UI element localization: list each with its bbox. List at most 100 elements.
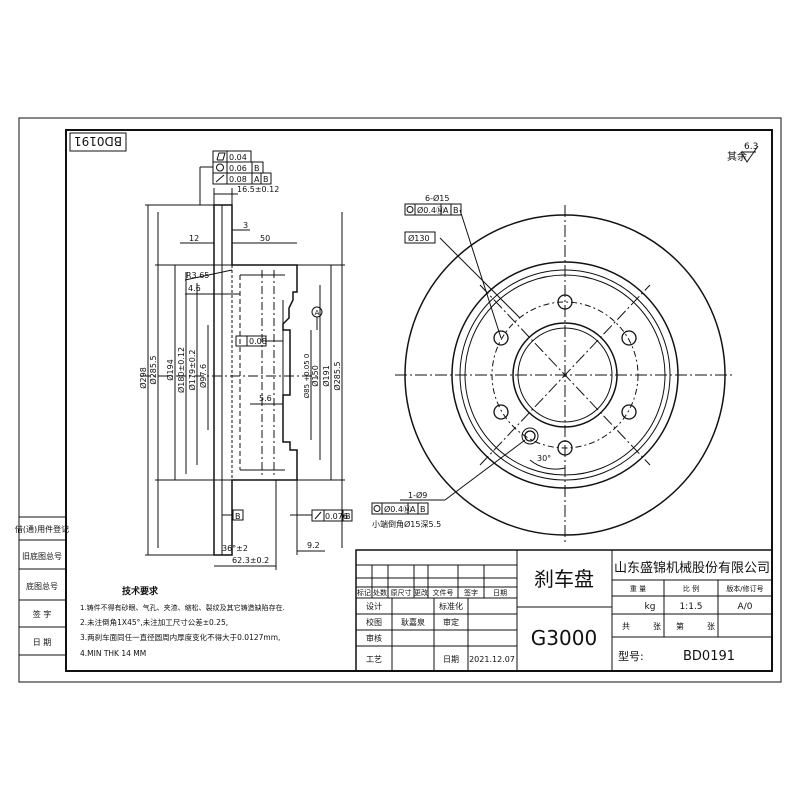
frame-runout-value: 0.06 [229,164,247,173]
roughness-symbol-icon [740,145,759,163]
rev-h-4: 文件号 [433,588,454,597]
lc-label-3: 签 字 [33,609,52,619]
process-label: 工艺 [366,655,382,664]
rev-h-0: 标记 [357,588,371,597]
holes-leader [459,209,502,339]
bolt-circle-label: Ø130 [408,233,430,243]
tech-req-line-2: 2.未注倒角1X45°,未注加工尺寸公差±0.25, [80,617,228,627]
date-value: 2021.12.07 [469,655,515,664]
dim-46-label: 4.6 [188,284,201,293]
side-view [140,150,353,570]
left-column [18,516,67,656]
dim-r365-label: R3.65 [186,271,209,280]
sheets-label: 张 [653,622,661,631]
frame-flat-small-value: 0.08 [249,337,267,346]
small-hole-note: 小端倒角Ø15深5.5 [372,519,441,529]
holes-ref-b: B [453,206,459,215]
holes-note: 6-Ø15 [425,193,449,203]
company-name: 山东盛锦机械股份有限公司 [614,561,770,576]
total-runout-icon [215,174,225,183]
frame-runout-ref: B [254,164,260,173]
front-diag-2 [479,284,651,466]
small-ref-a: A [410,505,416,514]
bolt-hole-3 [621,404,637,420]
datum-a-label: A [315,309,320,317]
runout-icon [216,163,224,172]
dim-d191-label: Ø191 [321,365,331,387]
tech-req-line-1: 1.铸件不得有砂眼、气孔、夹渣、缩松、裂纹及其它铸造缺陷存在. [80,603,285,612]
small-hole-chamfer [521,427,539,445]
dim-56-label: 5.6 [259,394,272,403]
bolt-circle-leader [439,237,521,319]
dim-r365-leader [184,269,233,281]
dim-12-label: 12 [189,234,199,243]
title-block-labels: 刹车盘 G3000 山东盛锦机械股份有限公司 标记 处数 原尺寸 更改 文件号 … [357,561,770,664]
frame-total-runout-value: 0.08 [229,175,247,184]
sheet-no-suffix: 张 [707,622,715,631]
rev-h-1: 处数 [373,588,387,597]
std-label: 标准化 [439,601,463,611]
small-hole [524,430,536,442]
dim-d179-label: Ø179±0.2 [187,350,197,391]
review-label: 审定 [443,617,459,627]
lc-label-0: 借(通)用件登记 [15,524,69,534]
frame-bottom-runout-value: 0.076 [325,512,348,521]
tech-req-line-4: 4.MIN THK 14 MM [80,649,146,658]
model-label: 型号: [618,649,644,663]
small-hole-frame [371,502,429,515]
dim-d976-label: Ø97.6 [198,364,208,388]
lc-label-2: 底图总号 [26,581,58,591]
dim-d150-label: Ø150 [310,365,320,387]
rev-h-5: 签字 [464,588,478,597]
model-value: BD0191 [683,649,735,664]
part-number: G3000 [531,626,597,650]
weight-label: 重 量 [630,585,646,593]
bolt-hole-1 [557,294,573,310]
dim-92-label: 9.2 [307,541,320,550]
rev-h-6: 日期 [493,589,507,597]
frame-total-runout [212,172,272,185]
audit-label: 审核 [366,633,382,643]
scale-label: 比 例 [683,584,699,593]
sheet-no-label: 第 [676,621,684,631]
dim-d298-label: Ø298 [138,367,148,389]
small-ref-b: B [420,505,426,514]
tech-req-line-3: 3.两刹车面同任一直径圆周内厚度变化不得大于0.0127mm, [80,632,280,642]
front-view-labels: 6-Ø15 Ø0.4Ⓜ A B Ø130 30° 1-Ø9 Ø0.4Ⓜ A B … [372,193,551,529]
outer-border [18,117,782,683]
holes-frame [404,203,462,216]
angle-arc [529,459,566,470]
lc-label-4: 日 期 [33,638,52,647]
weight-unit: kg [645,602,656,612]
version-value: A/0 [738,602,753,612]
left-column-box [18,516,67,656]
frame-flatness-value: 0.04 [229,153,247,162]
dim-d2855-left-label: Ø285.5 [148,355,158,384]
checker-name: 耿嘉泉 [401,617,425,627]
dim-d2855-right-label: Ø285.5 [332,361,342,390]
version-label: 版本/修订号 [726,584,763,593]
designer-label: 设计 [366,601,382,611]
lc-label-1: 旧底图总号 [22,551,62,561]
front-view [371,203,735,545]
title-block-frame [355,549,773,672]
tech-requirements: 技术要求 1.铸件不得有砂眼、气孔、夹渣、缩松、裂纹及其它铸造缺陷存在. 2.未… [80,585,285,658]
bolt-hole-6 [493,330,509,346]
bolt-hole-5 [493,404,509,420]
left-column-labels: 借(通)用件登记 旧底图总号 底图总号 签 字 日 期 [15,524,69,647]
small-hole-count: 1-Ø9 [408,490,427,500]
drawing-code-rotated: BD0191 [74,134,122,148]
drawing-code-box [69,132,127,152]
small-pos-value: Ø0.4Ⓜ [384,504,411,514]
small-hole-leader [444,439,526,501]
frame-total-runout-ref-b: B [263,175,269,184]
flatness-icon [216,152,226,161]
dim-623-label: 62.3±0.2 [232,556,269,565]
bolt-hole-4 [557,440,573,456]
angle-label: 30° [537,454,551,463]
dim-50-label: 50 [260,234,270,243]
dim-3-label: 3 [243,221,248,230]
surface-roughness-value: 6.3 [744,142,758,152]
bolt-circle-box [404,231,436,244]
